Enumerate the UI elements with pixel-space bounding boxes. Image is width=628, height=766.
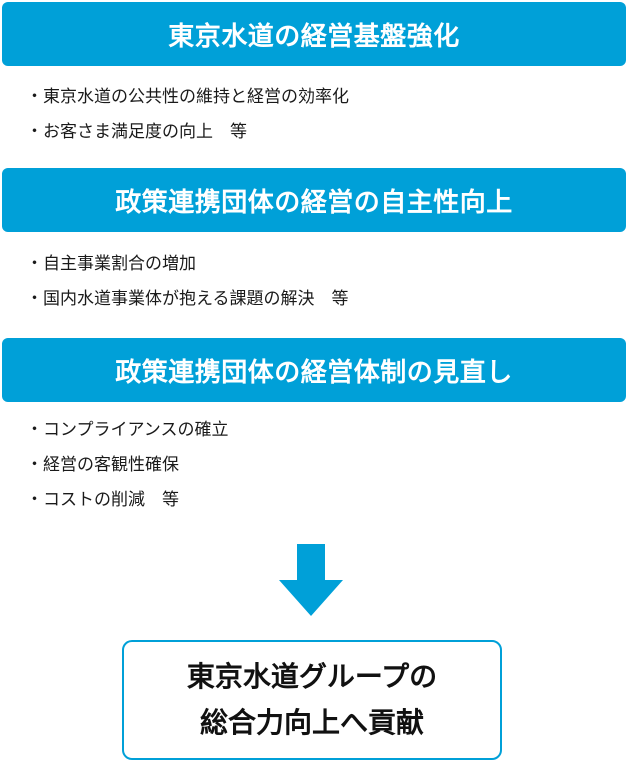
result-line-1: 東京水道グループの — [186, 660, 438, 693]
list-item: 経営の客観性確保 — [26, 448, 228, 483]
section-list-1: 東京水道の公共性の維持と経営の効率化 お客さま満足度の向上 等 — [26, 80, 349, 150]
section-title-1: 東京水道の経営基盤強化 — [168, 21, 460, 52]
list-item: お客さま満足度の向上 等 — [26, 115, 349, 150]
section-title-3: 政策連携団体の経営体制の見直し — [115, 357, 513, 388]
list-item: 自主事業割合の増加 — [26, 247, 349, 282]
list-item: コンプライアンスの確立 — [26, 413, 228, 448]
list-item: 東京水道の公共性の維持と経営の効率化 — [26, 80, 349, 115]
list-item: コストの削減 等 — [26, 483, 228, 518]
result-box: 東京水道グループの 総合力向上へ貢献 — [122, 640, 502, 760]
section-header-3: 政策連携団体の経営体制の見直し — [2, 338, 626, 402]
section-header-2: 政策連携団体の経営の自主性向上 — [2, 168, 626, 232]
section-title-2: 政策連携団体の経営の自主性向上 — [115, 187, 513, 218]
arrow-down-icon — [279, 544, 343, 616]
result-line-2: 総合力向上へ貢献 — [199, 706, 424, 739]
section-header-1: 東京水道の経営基盤強化 — [2, 2, 626, 66]
list-item: 国内水道事業体が抱える課題の解決 等 — [26, 282, 349, 317]
section-list-2: 自主事業割合の増加 国内水道事業体が抱える課題の解決 等 — [26, 247, 349, 317]
section-list-3: コンプライアンスの確立 経営の客観性確保 コストの削減 等 — [26, 413, 228, 518]
